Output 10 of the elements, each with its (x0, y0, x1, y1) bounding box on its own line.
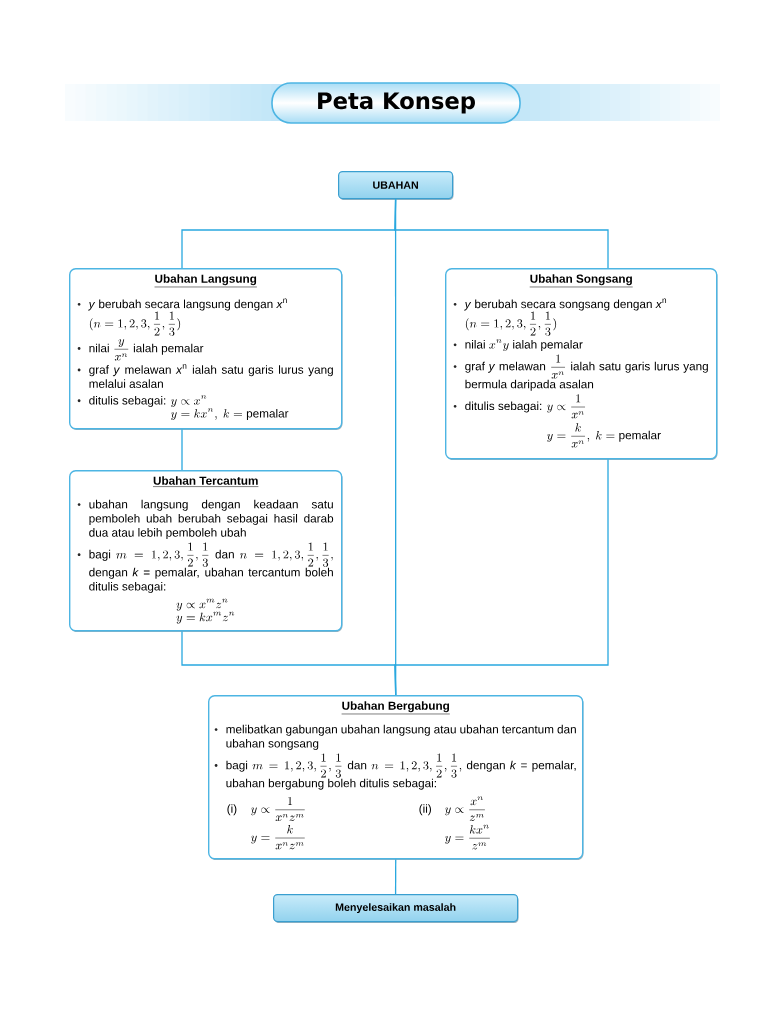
concept-box: Ubahan Songsang y berubah secara songsang dengan x$^{n}$ $(n = 1, 2, 3, \frac{1}{2}, \frac{1}{3})$ nilai $x^{n}y$ ialah pemalar graf y melawan $\frac{1}{x^{n}}$ ialah satu garis lurus yang bermula daripada asalan ditulis sebagai: $y \propto \frac{1}{x^{n}}$ $y = \frac{k}{x^{n}},\ k = \text{pemalar}$ (445, 268, 718, 460)
topic-box: Menyelesaikan masalah (273, 894, 519, 923)
topic-box: UBAHAN (338, 171, 454, 200)
title-banner: Peta Konsep (271, 82, 521, 124)
concept-box: Ubahan Langsung y berubah secara langsung dengan x$^{n}$ $(n = 1, 2, 3, \frac{1}{2}, \frac{1}{3})$ nilai $\frac{y}{x^{n}}$ ialah pemalar graf y melawan x$^{n}$ ialah satu garis lurus yang melalui asalan ditulis sebagai: $y \propto x^{n}$ $y = kx^{n},\ k = \text{pemalar}$ (69, 268, 343, 430)
concept-box: Ubahan Tercantum ubahan langsung dengan keadaan satu pemboleh ubah berubah sebagai hasil darab dua atau lebih pemboleh ubah bagi $m = 1, 2, 3, \frac{1}{2}, \frac{1}{3}$ dan $n = 1, 2, 3, \frac{1}{2}, \frac{1}{3},$ dengan k = pemalar, ubahan tercantum boleh ditulis sebagai: $y \propto x^{m}z^{n}$ $y = kx^{m}z^{n}$ (69, 470, 343, 632)
concept-box: Ubahan Bergabung melibatkan gabungan ubahan langsung atau ubahan tercantum dan ubahan songsang bagi $m = 1, 2, 3, \frac{1}{2}, \frac{1}{3}$ dan $n = 1, 2, 3, \frac{1}{2}, \frac{1}{3},$ dengan k = pemalar, ubahan bergabung boleh ditulis sebagai: (i) $y \propto \frac{1}{x^{n}z^{m}}$ $y = \frac{k}{x^{n}z^{m}}$ (ii) $y \propto \frac{x^{n}}{z^{m}}$ $y = \frac{kx^{n}}{z^{m}}$ (208, 695, 584, 860)
connector-line (394, 858, 397, 895)
connector-line (394, 458, 609, 696)
connector-line (181, 428, 183, 471)
